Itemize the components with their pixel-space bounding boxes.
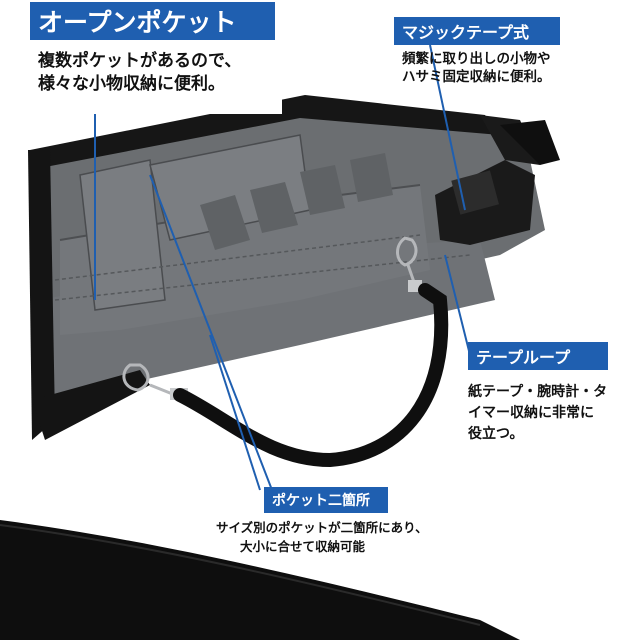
bag-bottom-binding [32, 370, 150, 440]
open-pocket-title-text: オープンポケット [38, 8, 237, 37]
open-pocket-desc: 複数ポケットがあるので、 様々な小物収納に便利。 [30, 44, 282, 114]
pocket-tall-left [79, 159, 166, 311]
magic-tape-title-text: マジックテープ式 [402, 23, 530, 42]
two-pockets-title-text: ポケット二箇所 [272, 493, 370, 509]
tape-loop-desc-line-2: イマー収納に非常に [468, 405, 594, 421]
tape-loop-desc: 紙テープ・腕時計・タ イマー収納に非常に 役立つ。 [468, 382, 607, 445]
tape-loop-desc-line-1: 紙テープ・腕時計・タ [468, 384, 608, 400]
tape-loop-strap [173, 283, 449, 468]
tape-loop-title: テープループ [468, 342, 608, 370]
bag-top-binding [30, 95, 500, 168]
magic-tape-desc-line-1: 頻繁に取り出しの小物や [402, 51, 551, 67]
two-pockets-desc-line-2: 大小に合せて収納可能 [240, 539, 366, 555]
magic-tape-title: マジックテープ式 [394, 17, 560, 45]
magic-tape-desc-line-2: ハサミ固定収納に便利。 [402, 69, 551, 86]
two-pockets-desc-line-1: サイズ別のポケットが二箇所にあり、 [216, 520, 428, 535]
two-pockets-title: ポケット二箇所 [264, 487, 388, 513]
bag-left-binding [28, 150, 55, 440]
magic-tape-desc: 頻繁に取り出しの小物や ハサミ固定収納に便利。 [402, 50, 551, 86]
open-pocket-title: オープンポケット [30, 2, 275, 40]
open-pocket-desc-line-2: 様々な小物収納に便利。 [38, 73, 225, 94]
tape-loop-title-text: テープループ [476, 348, 571, 367]
shoulder-strap [0, 520, 520, 640]
two-pockets-desc: サイズ別のポケットが二箇所にあり、 大小に合せて収納可能 [216, 518, 466, 566]
open-pocket-desc-line-1: 複数ポケットがあるので、 [38, 51, 242, 71]
tape-loop-desc-line-3: 役立つ。 [468, 426, 524, 442]
